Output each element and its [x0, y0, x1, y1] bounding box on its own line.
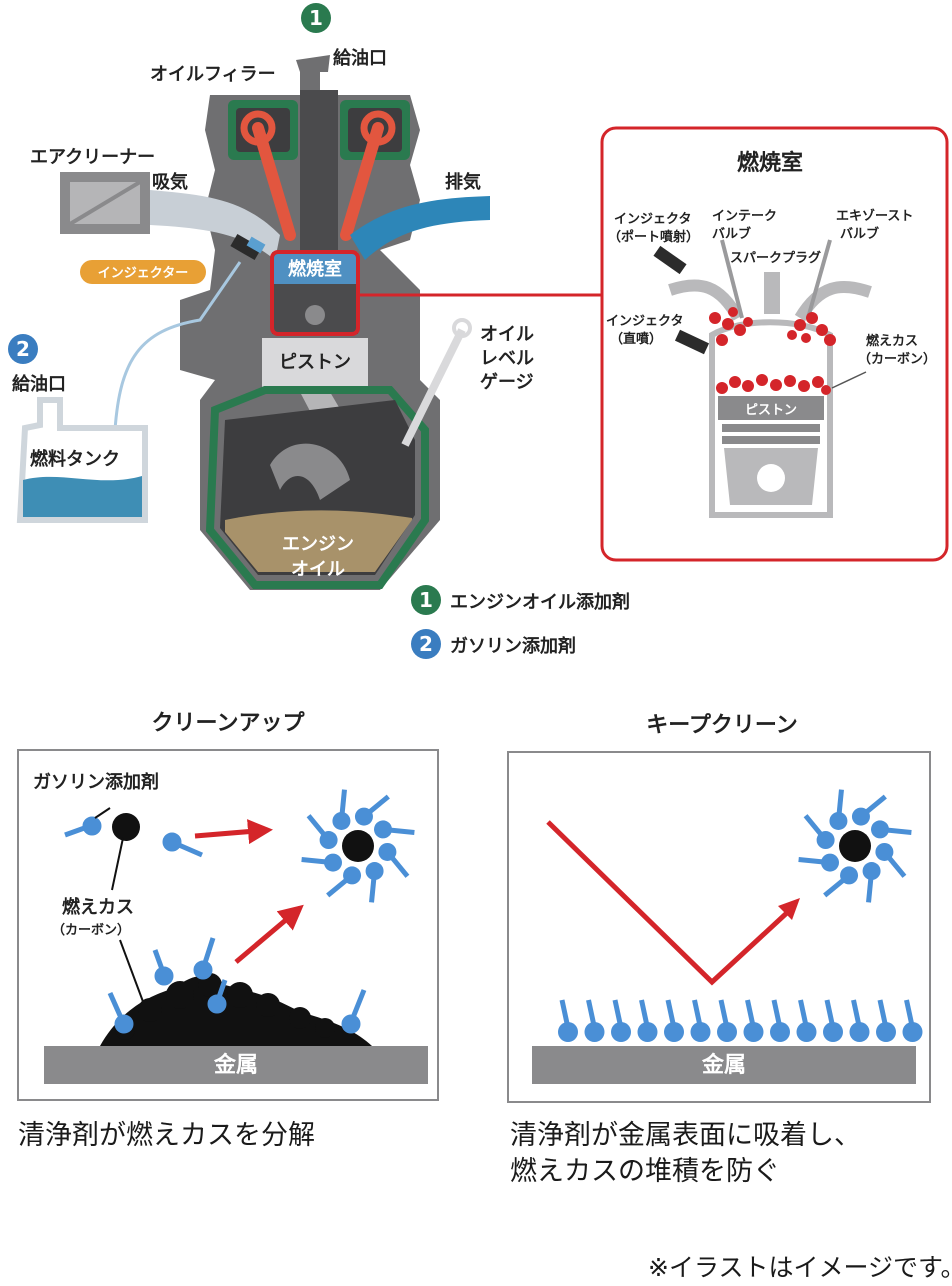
injector-label: インジェクター: [98, 266, 188, 281]
badge-1-top: 1: [301, 3, 331, 33]
keepclean-arrow: [546, 820, 792, 986]
legend: 1 エンジンオイル添加剤 2 ガソリン添加剤: [411, 585, 630, 659]
spark-plug: [764, 272, 780, 314]
injector-port-label-1: インジェクタ: [614, 212, 691, 227]
detail-title: 燃焼室: [737, 150, 803, 176]
injector-direct-label-2: （直噴）: [610, 331, 662, 347]
cleanup-arrow-2: [234, 904, 304, 964]
engine-oil-sump: [225, 510, 412, 572]
cleanup-additive-label: ガソリン添加剤: [33, 771, 159, 793]
exhaust-rocker: [340, 110, 396, 241]
crankcase: [205, 386, 429, 589]
cleanup-metal-label: 金属: [213, 1052, 258, 1078]
engine-oil-label-1: エンジン: [282, 534, 354, 555]
svg-text:ガソリン添加剤: ガソリン添加剤: [450, 635, 576, 657]
keepclean-metal: [532, 1046, 916, 1084]
intake-valve-label-1: インテーク: [712, 209, 777, 224]
carbon-deposits-piston: [716, 374, 831, 395]
svg-text:2: 2: [419, 632, 433, 656]
intake-valve-label-2: バルブ: [712, 226, 751, 242]
intake-rocker: [240, 110, 296, 241]
keepclean-metal-label: 金属: [701, 1052, 746, 1078]
air-cleaner: [60, 172, 150, 234]
port-injector-icon: [653, 245, 687, 275]
keepclean-caption-1: 清浄剤が金属表面に吸着し、: [510, 1120, 861, 1151]
exhaust-valve-label-1: エキゾースト: [836, 208, 913, 224]
carbon-particle: [112, 813, 140, 841]
exhaust-valve-label-2: バルブ: [840, 226, 879, 242]
oil-level-label-2: レベル: [480, 348, 534, 369]
keepclean-caption-2: 燃えカスの堆積を防ぐ: [510, 1156, 780, 1187]
exhaust-duct: [350, 196, 490, 260]
cleanup-panel: クリーンアップ ガソリン添加剤 燃えカス （カーボン）: [17, 711, 439, 1101]
fill-port-left-label: 給油口: [12, 373, 66, 395]
cleanup-micelle: [301, 789, 415, 903]
legend-item-1: 1 エンジンオイル添加剤: [411, 585, 630, 615]
adsorbed-molecule-layer: [558, 999, 923, 1042]
fuel-tank: [16, 397, 148, 523]
cleanup-metal: [44, 1046, 428, 1084]
carbon-detail-label-2: （カーボン）: [858, 351, 936, 367]
oil-level-label-1: オイル: [480, 324, 534, 345]
engine-illustration: 1 給油口 オイルフィラー エアクリーナー 吸気: [8, 3, 602, 590]
cleanup-title: クリーンアップ: [152, 711, 306, 736]
exhaust-label: 排気: [445, 171, 481, 193]
combustion-chamber: [272, 252, 358, 284]
cleanup-carbon-label-2: （カーボン）: [52, 922, 130, 938]
chamber-highlight: [270, 250, 360, 336]
injector-direct-label-1: インジェクタ: [606, 314, 683, 329]
air-cleaner-label: エアクリーナー: [30, 147, 155, 168]
crankshaft: [270, 443, 350, 500]
injector-port-label-2: （ポート噴射）: [608, 229, 699, 245]
intake-valve: [720, 239, 744, 319]
direct-injector-icon: [674, 329, 710, 355]
carbon-deposits-top: [709, 307, 836, 346]
exhaust-port: [794, 280, 872, 322]
injector-pill: [80, 260, 206, 284]
detail-piston-head: [718, 396, 824, 420]
spark-plug-label: スパークプラグ: [730, 250, 821, 266]
cleanup-caption: 清浄剤が燃えカスを分解: [18, 1120, 315, 1151]
fuel-tank-label: 燃料タンク: [30, 448, 120, 470]
engine-oil-label-2: オイル: [291, 559, 345, 580]
svg-text:エンジンオイル添加剤: エンジンオイル添加剤: [450, 591, 630, 613]
footnote: ※イラストはイメージです。: [648, 1253, 952, 1282]
chamber-detail-panel: 燃焼室 インジェクタ （ポート噴射） インテーク バルブ エキゾースト バルブ …: [600, 126, 949, 562]
badge-2-left: 2: [8, 334, 38, 364]
pile-molecules: [107, 937, 367, 1034]
keepclean-title: キープクリーン: [646, 713, 798, 738]
piston-label: ピストン: [279, 352, 351, 373]
fill-port-top-label: 給油口: [333, 47, 387, 69]
oil-filler-label: オイルフィラー: [150, 64, 276, 85]
cleanup-arrow-1: [194, 819, 273, 845]
carbon-detail-label-1: 燃えカス: [866, 333, 918, 349]
svg-text:1: 1: [309, 6, 323, 30]
free-additive-molecule-2: [162, 832, 203, 858]
engine-injector: [230, 233, 266, 261]
oil-level-gauge: [401, 328, 466, 447]
combustion-chamber-label: 燃焼室: [288, 258, 342, 280]
oil-filler-cap: [296, 55, 330, 90]
detail-piston-label: ピストン: [745, 403, 797, 418]
carbon-leader-line: [831, 371, 867, 389]
fuel-line: [113, 261, 242, 431]
svg-text:1: 1: [419, 588, 433, 612]
oil-filler-tube: [300, 90, 338, 250]
intake-label: 吸気: [152, 171, 188, 193]
oil-level-label-3: ゲージ: [480, 371, 534, 393]
keepclean-micelle: [798, 789, 912, 903]
cleanup-carbon-label-1: 燃えカス: [62, 896, 134, 918]
svg-text:2: 2: [16, 337, 30, 361]
free-additive-molecule: [64, 816, 102, 838]
piston: [262, 338, 368, 388]
exhaust-valve: [806, 239, 832, 319]
keepclean-panel: キープクリーン 金属: [507, 713, 931, 1103]
legend-item-2: 2 ガソリン添加剤: [411, 629, 576, 659]
